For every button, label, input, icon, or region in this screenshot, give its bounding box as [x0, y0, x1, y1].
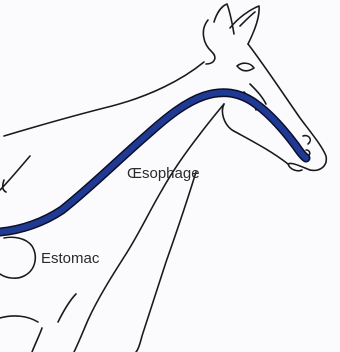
stomach-outline: [0, 237, 35, 278]
muzzle-outline: [288, 163, 310, 170]
esophagus-tube: [0, 93, 306, 232]
jaw-outline: [222, 104, 288, 164]
stomach-label: Estomac: [41, 251, 99, 266]
esophagus-label: Œsophage: [127, 166, 200, 181]
leg-outline-mid: [58, 294, 76, 322]
eye: [237, 63, 254, 71]
ear-inner-line: [240, 12, 255, 26]
leg-outline-left: [0, 316, 42, 352]
forelock-outline: [203, 20, 215, 64]
withers-line: [0, 156, 30, 190]
left-ear-outline: [214, 4, 234, 34]
chest-front-outline: [136, 172, 196, 352]
throat-outline: [200, 104, 224, 134]
neck-crest-outline: [4, 62, 204, 136]
